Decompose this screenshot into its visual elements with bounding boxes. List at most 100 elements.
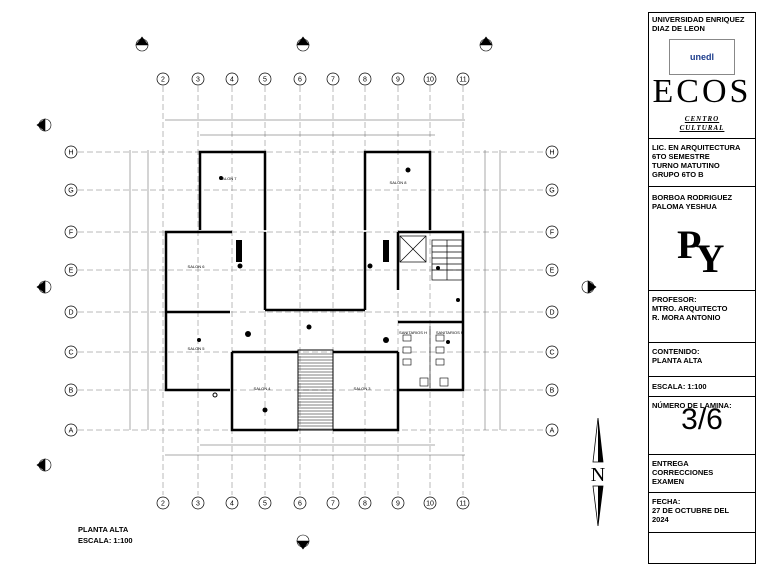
grid-bubble-col-top-9-label: 9 <box>396 77 400 84</box>
institution-cell: UNIVERSIDAD ENRIQUEZ DIAZ DE LEON unedl … <box>649 13 755 139</box>
title-block: UNIVERSIDAD ENRIQUEZ DIAZ DE LEON unedl … <box>648 12 756 564</box>
grid-bubble-col-top-2-label: 2 <box>161 77 165 84</box>
program-line3: TURNO MATUTINO <box>652 161 720 170</box>
north-label: N <box>591 464 605 486</box>
grid-bubble-row-right-H-label: H <box>549 150 554 157</box>
grid-bubble-row-left-D-label: D <box>68 310 73 317</box>
professor-cell: PROFESOR: MTRO. ARQUITECTO R. MORA ANTON… <box>649 291 755 343</box>
grid-bubble-col-top-7: 7 <box>326 72 340 86</box>
professor-line2: R. MORA ANTONIO <box>652 313 721 322</box>
room-label-salon7: SALON 7 <box>220 176 238 181</box>
grid-bubble-row-left-H-label: H <box>68 150 73 157</box>
grid-bubble-row-left-H: H <box>64 145 78 159</box>
grid-bubble-row-right-E-label: E <box>550 268 555 275</box>
professor-label: PROFESOR: <box>652 295 697 304</box>
section-marker-left-mid <box>36 280 52 294</box>
grid-bubble-row-left-C-label: C <box>68 350 73 357</box>
room-label-sanitarios-m: SANITARIOS M <box>436 330 464 335</box>
furniture-symbols <box>197 167 460 413</box>
grid-bubble-col-bottom-8-label: 8 <box>363 501 367 508</box>
grid-bubble-row-right-B-label: B <box>550 388 555 395</box>
grid-bubble-col-bottom-10: 10 <box>423 496 437 510</box>
grid-bubble-col-top-11-label: 11 <box>459 77 466 84</box>
grid-bubble-col-top-6-label: 6 <box>298 77 302 84</box>
program-line4: GRUPO 6TO B <box>652 170 704 179</box>
date-line2: 2024 <box>652 515 669 524</box>
grid-bubble-row-right-G: G <box>545 183 559 197</box>
grid-bubble-row-left-B: B <box>64 383 78 397</box>
program-cell: LIC. EN ARQUITECTURA 6TO SEMESTRE TURNO … <box>649 139 755 187</box>
delivery-line1: ENTREGA <box>652 459 689 468</box>
drawing-scale: ESCALA: 1:100 <box>78 536 133 545</box>
scale-cell: ESCALA: 1:100 <box>649 377 755 397</box>
grid-bubble-col-bottom-2: 2 <box>156 496 170 510</box>
section-marker-right-mid <box>581 280 597 294</box>
elevator-stairs <box>399 235 463 281</box>
delivery-line3: EXAMEN <box>652 477 685 486</box>
grid-bubble-row-right-H: H <box>545 145 559 159</box>
north-arrow: N <box>591 417 605 527</box>
sheet-cell: NÚMERO DE LAMINA: 3/6 <box>649 397 755 455</box>
project-brand-sub2: CULTURAL <box>679 124 725 132</box>
grid-bubble-col-bottom-7-label: 7 <box>331 501 335 508</box>
date-line1: 27 DE OCTUBRE DEL <box>652 506 730 515</box>
university-name-line2: DIAZ DE LEON <box>652 24 705 33</box>
program-line2: 6TO SEMESTRE <box>652 152 710 161</box>
grid-bubble-row-left-A: A <box>64 423 78 437</box>
grid-bubble-row-right-C: C <box>545 345 559 359</box>
date-cell: FECHA: 27 DE OCTUBRE DEL 2024 <box>649 493 755 533</box>
grid-bubble-col-bottom-10-label: 10 <box>426 501 434 508</box>
section-marker-top-center <box>296 36 310 52</box>
grid-bubble-row-left-E-label: E <box>69 268 74 275</box>
grid-bubble-col-top-11: 11 <box>456 72 470 86</box>
room-label-salon5: SALON 5 <box>188 346 206 351</box>
student-monogram: PY <box>677 222 730 279</box>
grid-bubble-col-bottom-4: 4 <box>225 496 239 510</box>
grid-bubble-row-right-A: A <box>545 423 559 437</box>
grid-bubble-col-top-3: 3 <box>191 72 205 86</box>
toilet-fixtures <box>402 326 449 388</box>
scale-value: ESCALA: 1:100 <box>652 382 707 391</box>
monogram-p: P <box>677 222 702 267</box>
student-line2: PALOMA YESHUA <box>652 202 717 211</box>
grid-bubble-col-top-2: 2 <box>156 72 170 86</box>
grid-bubble-row-right-E: E <box>545 263 559 277</box>
grid-bubble-col-top-6: 6 <box>293 72 307 86</box>
student-line1: BORBOA RODRIGUEZ <box>652 193 733 202</box>
grid-bubble-col-top-10-label: 10 <box>426 77 434 84</box>
grid-bubble-col-top-8-label: 8 <box>363 77 367 84</box>
section-marker-left-bottom <box>36 458 52 472</box>
grid-bubble-col-bottom-7: 7 <box>326 496 340 510</box>
section-marker-bottom <box>296 534 310 550</box>
grid-bubble-col-top-4: 4 <box>225 72 239 86</box>
grid-bubble-row-left-D: D <box>64 305 78 319</box>
grid-bubble-row-right-D: D <box>545 305 559 319</box>
grid-bubble-row-right-F: F <box>545 225 559 239</box>
grid-bubble-col-bottom-11-label: 11 <box>459 501 466 508</box>
monogram-y: Y <box>695 236 725 281</box>
content-value: PLANTA ALTA <box>652 356 703 365</box>
university-logo: unedl <box>669 39 735 75</box>
logo-text: unedl <box>690 51 714 62</box>
sheet-label: NÚMERO DE LAMINA: <box>652 401 732 410</box>
grid-bubble-col-bottom-9: 9 <box>391 496 405 510</box>
room-label-salon6: SALON 6 <box>188 264 206 269</box>
content-cell: CONTENIDO: PLANTA ALTA <box>649 343 755 377</box>
central-stairs <box>298 353 333 430</box>
grid-bubble-row-right-A-label: A <box>550 428 555 435</box>
grid-bubble-col-top-8: 8 <box>358 72 372 86</box>
grid-bubble-row-left-F: F <box>64 225 78 239</box>
grid-bubble-row-left-B-label: B <box>69 388 74 395</box>
student-cell: BORBOA RODRIGUEZ PALOMA YESHUA PY <box>649 187 755 291</box>
sheet-number: 3/6 <box>681 403 723 436</box>
grid-bubble-col-bottom-11: 11 <box>456 496 470 510</box>
grid-bubble-col-top-9: 9 <box>391 72 405 86</box>
project-brand-sub1: CENTRO <box>684 115 720 123</box>
grid-bubble-col-top-5: 5 <box>258 72 272 86</box>
grid-bubble-col-top-4-label: 4 <box>230 77 234 84</box>
grid-bubble-row-right-B: B <box>545 383 559 397</box>
room-label-salon8: SALON 8 <box>390 180 408 185</box>
grid-bubble-row-left-G: G <box>64 183 78 197</box>
university-name-line1: UNIVERSIDAD ENRIQUEZ <box>652 15 745 24</box>
